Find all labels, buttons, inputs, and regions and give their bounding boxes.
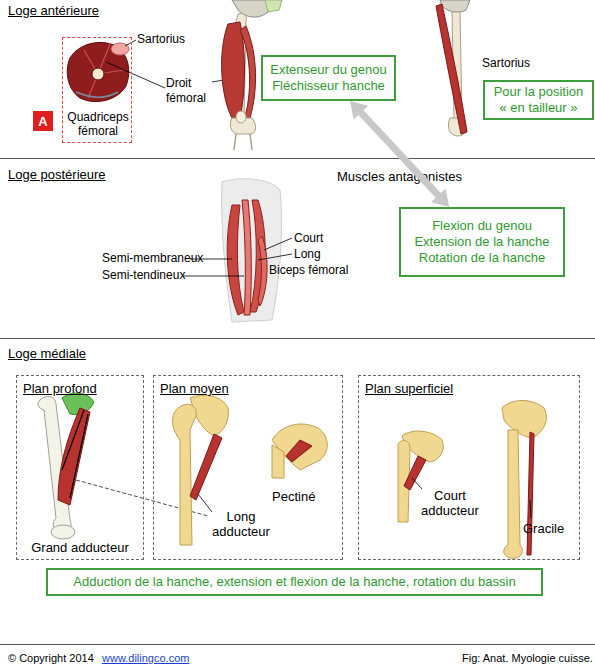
- thigh-cross-section: [67, 42, 129, 101]
- femur-section: [92, 68, 104, 80]
- function-text: Extenseur du genou: [270, 62, 386, 78]
- section-heading: Loge antérieure: [8, 3, 99, 18]
- figure-caption: Fig: Anat. Myologie cuisse. p11: [462, 651, 595, 666]
- muscle-outline: [62, 410, 88, 498]
- leader-line: [258, 254, 292, 260]
- muscle-label: Droit fémoral: [166, 76, 211, 106]
- vessel-line: [76, 92, 118, 97]
- muscle-label: Long: [294, 247, 321, 262]
- muscle-label: Pectiné: [272, 489, 315, 504]
- sartorius-muscle: [436, 4, 467, 134]
- plane-heading: Plan profond: [23, 381, 97, 396]
- knee-bone: [51, 525, 75, 539]
- quadriceps-muscle: [240, 26, 256, 120]
- tibia-bone: [234, 134, 252, 150]
- view-badge: A: [33, 111, 53, 131]
- femur-bone: [272, 445, 284, 478]
- leader-line: [264, 238, 292, 250]
- pelvis-bone: [440, 0, 470, 12]
- badge-letter: A: [38, 114, 47, 129]
- function-box: Adduction de la hanche, extension et fle…: [46, 568, 543, 596]
- muscle-label: Biceps fémoral: [269, 263, 348, 278]
- arrow-head: [431, 188, 449, 207]
- double-arrow: [350, 101, 449, 207]
- function-box: Extenseur du genouFléchisseur hanche: [261, 55, 396, 101]
- function-text: Pour la position « en tailleur »: [491, 84, 586, 116]
- patella: [236, 111, 246, 123]
- leader-line: [182, 276, 244, 277]
- function-text: Fléchisseur hanche: [272, 78, 385, 94]
- plane-heading: Plan moyen: [160, 381, 229, 396]
- arrow-head: [350, 101, 368, 120]
- adductor-magnus-muscle: [58, 408, 90, 505]
- region-frame: Quadriceps fémoral: [62, 37, 132, 143]
- sartorius-section: [111, 43, 129, 55]
- semitendinosus-muscle: [242, 200, 251, 315]
- semimembranosus-muscle: [227, 205, 244, 315]
- leader-line: [106, 62, 165, 88]
- arrow-shaft: [360, 112, 439, 196]
- muscle-label: Semi-tendineux: [102, 268, 185, 283]
- femur-bone: [504, 430, 523, 558]
- function-text: Flexion du genou: [432, 218, 532, 234]
- leader-line: [198, 494, 212, 512]
- section-divider: [0, 338, 595, 339]
- muscle-label: Sartorius: [137, 32, 185, 47]
- muscle-label: Court adducteur: [419, 488, 481, 518]
- thigh-silhouette: [222, 179, 282, 322]
- note-label: Muscles antagonistes: [337, 169, 462, 184]
- function-text: Rotation de la hanche: [419, 250, 545, 266]
- section-divider: [0, 158, 595, 159]
- function-text: Adduction de la hanche, extension et fle…: [73, 574, 515, 590]
- adductor-longus-muscle: [190, 434, 222, 500]
- pelvis-bone: [265, 0, 282, 12]
- leader-line: [125, 40, 136, 46]
- muscle-label: Grand adducteur: [17, 540, 143, 555]
- function-text: Extension de la hanche: [414, 234, 549, 250]
- section-divider: [0, 644, 595, 645]
- quadriceps-muscle: [222, 22, 245, 118]
- adductor-brevis-muscle: [404, 456, 426, 490]
- plane-frame: Plan profondGrand adducteur: [16, 375, 144, 560]
- website-link: www.dilingco.com: [102, 651, 189, 666]
- muscle-group-label: Quadriceps fémoral: [63, 110, 133, 138]
- femur-bone: [173, 404, 197, 545]
- plane-frame: Plan superficielCourt adducteurGracile: [358, 375, 580, 560]
- section-heading: Loge médiale: [8, 346, 86, 361]
- muscle-label: Semi-membraneux: [102, 251, 203, 266]
- function-box: Flexion du genouExtension de la hancheRo…: [399, 207, 565, 277]
- muscle-label: Sartorius: [482, 56, 530, 71]
- leader-line: [530, 500, 531, 518]
- muscle-label: Court: [294, 231, 323, 246]
- muscle-label: Long adducteur: [210, 509, 272, 539]
- pectineus-muscle: [286, 440, 312, 462]
- function-box: Pour la position « en tailleur »: [483, 80, 594, 120]
- gracilis-muscle: [527, 432, 534, 555]
- plane-heading: Plan superficiel: [365, 381, 453, 396]
- biceps-short-muscle: [258, 236, 267, 306]
- copyright-text: © Copyright 2014: [8, 651, 94, 666]
- section-heading: Loge postérieure: [8, 167, 106, 182]
- leader-line: [412, 478, 422, 489]
- muscle-label: Gracile: [523, 521, 564, 536]
- plane-frame: Plan moyenLong adducteurPectiné: [153, 375, 343, 560]
